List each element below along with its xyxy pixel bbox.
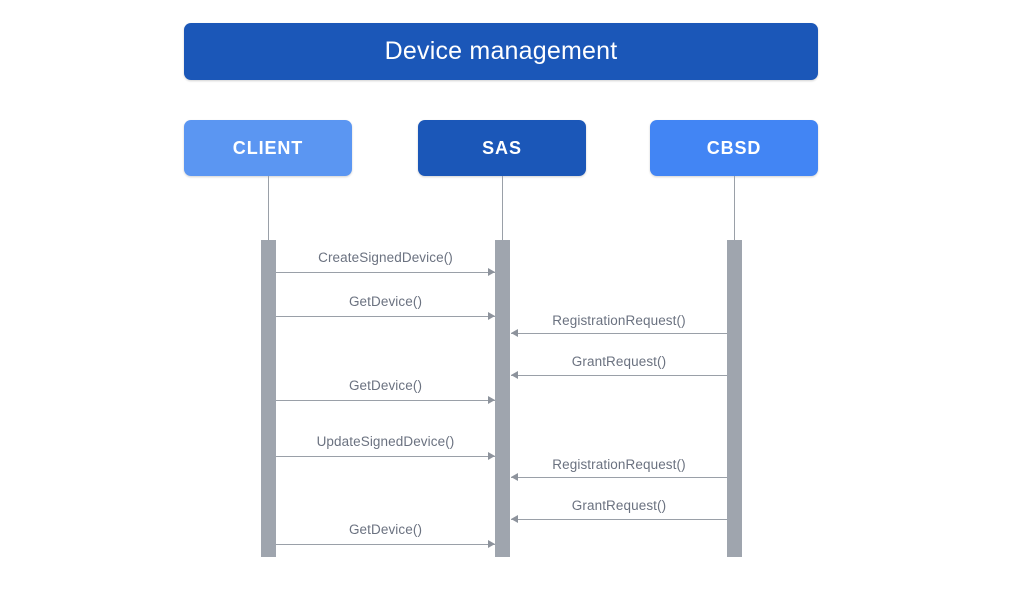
message-line-2 (276, 316, 495, 317)
activation-bar-sas (495, 240, 510, 557)
message-line-4 (511, 375, 727, 376)
message-arrowhead-4 (511, 371, 518, 379)
lifeline-sas (502, 176, 503, 240)
message-line-9 (276, 544, 495, 545)
message-label-1: CreateSignedDevice() (318, 250, 453, 265)
message-label-8: GrantRequest() (571, 498, 667, 513)
participant-client[interactable]: CLIENT (184, 120, 352, 176)
participant-sas-label: SAS (482, 137, 522, 158)
diagram-title-bar: Device management (184, 23, 818, 80)
message-arrowhead-2 (488, 312, 495, 320)
activation-bar-client (261, 240, 276, 557)
message-line-7 (511, 477, 727, 478)
message-arrowhead-8 (511, 515, 518, 523)
activation-bar-cbsd (727, 240, 742, 557)
message-line-1 (276, 272, 495, 273)
message-label-2: GetDevice() (348, 294, 423, 309)
message-arrowhead-3 (511, 329, 518, 337)
message-arrowhead-7 (511, 473, 518, 481)
lifeline-client (268, 176, 269, 240)
participant-sas[interactable]: SAS (418, 120, 586, 176)
message-line-8 (511, 519, 727, 520)
message-label-4: GrantRequest() (571, 354, 667, 369)
participant-cbsd[interactable]: CBSD (650, 120, 818, 176)
message-arrowhead-9 (488, 540, 495, 548)
participant-client-label: CLIENT (232, 137, 304, 158)
diagram-title: Device management (384, 37, 618, 65)
message-label-7: RegistrationRequest() (552, 457, 686, 472)
message-line-3 (511, 333, 727, 334)
participant-cbsd-label: CBSD (706, 137, 762, 158)
message-label-5: GetDevice() (348, 378, 423, 393)
lifeline-cbsd (734, 176, 735, 240)
message-label-9: GetDevice() (348, 522, 423, 537)
message-arrowhead-5 (488, 396, 495, 404)
message-line-6 (276, 456, 495, 457)
message-line-5 (276, 400, 495, 401)
message-arrowhead-6 (488, 452, 495, 460)
message-label-3: RegistrationRequest() (552, 313, 686, 328)
message-arrowhead-1 (488, 268, 495, 276)
message-label-6: UpdateSignedDevice() (316, 434, 455, 449)
